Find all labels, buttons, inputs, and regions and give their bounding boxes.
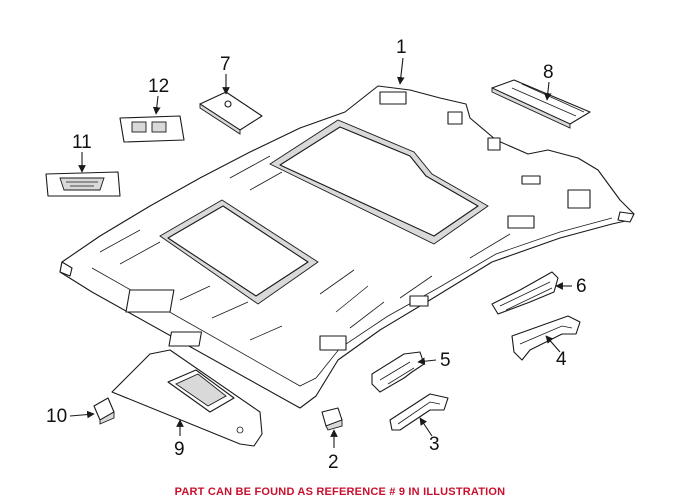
callout-7: 7 [220, 54, 231, 75]
overhead-console-part-11 [45, 171, 121, 197]
callout-6: 6 [576, 276, 587, 297]
reading-light-part-12 [119, 115, 185, 143]
grab-handle-part-3 [389, 393, 449, 431]
leader-8 [543, 81, 552, 101]
callout-12: 12 [148, 76, 169, 97]
leader-12 [152, 95, 161, 115]
callout-9: 9 [174, 439, 185, 460]
callout-10: 10 [46, 406, 67, 427]
bracket-part-6 [491, 271, 559, 315]
callout-5: 5 [440, 350, 451, 371]
callout-11: 11 [72, 132, 92, 153]
console-part-8 [491, 79, 591, 129]
callout-4: 4 [556, 349, 567, 370]
callout-2: 2 [328, 452, 339, 473]
leader-5 [417, 357, 437, 366]
leader-4 [545, 335, 561, 353]
leader-lines [69, 57, 572, 448]
callout-1: 1 [396, 37, 407, 58]
callout-8: 8 [543, 62, 554, 83]
clip-part-2 [321, 407, 343, 431]
callout-3: 3 [429, 434, 440, 455]
sun-visor-part-9 [111, 349, 263, 447]
leader-10 [69, 410, 95, 419]
clip-part-10 [93, 397, 115, 425]
headliner-part-1 [59, 85, 635, 409]
grab-handle-part-4 [511, 315, 581, 361]
callout-labels: 1 2 3 4 5 6 7 8 9 10 11 12 [46, 37, 587, 473]
leader-3 [419, 417, 433, 437]
leader-1 [396, 57, 405, 85]
reference-note: PART CAN BE FOUND AS REFERENCE # 9 IN IL… [174, 486, 506, 498]
dome-light-part-7 [199, 91, 263, 135]
bracket-part-5 [371, 351, 425, 393]
